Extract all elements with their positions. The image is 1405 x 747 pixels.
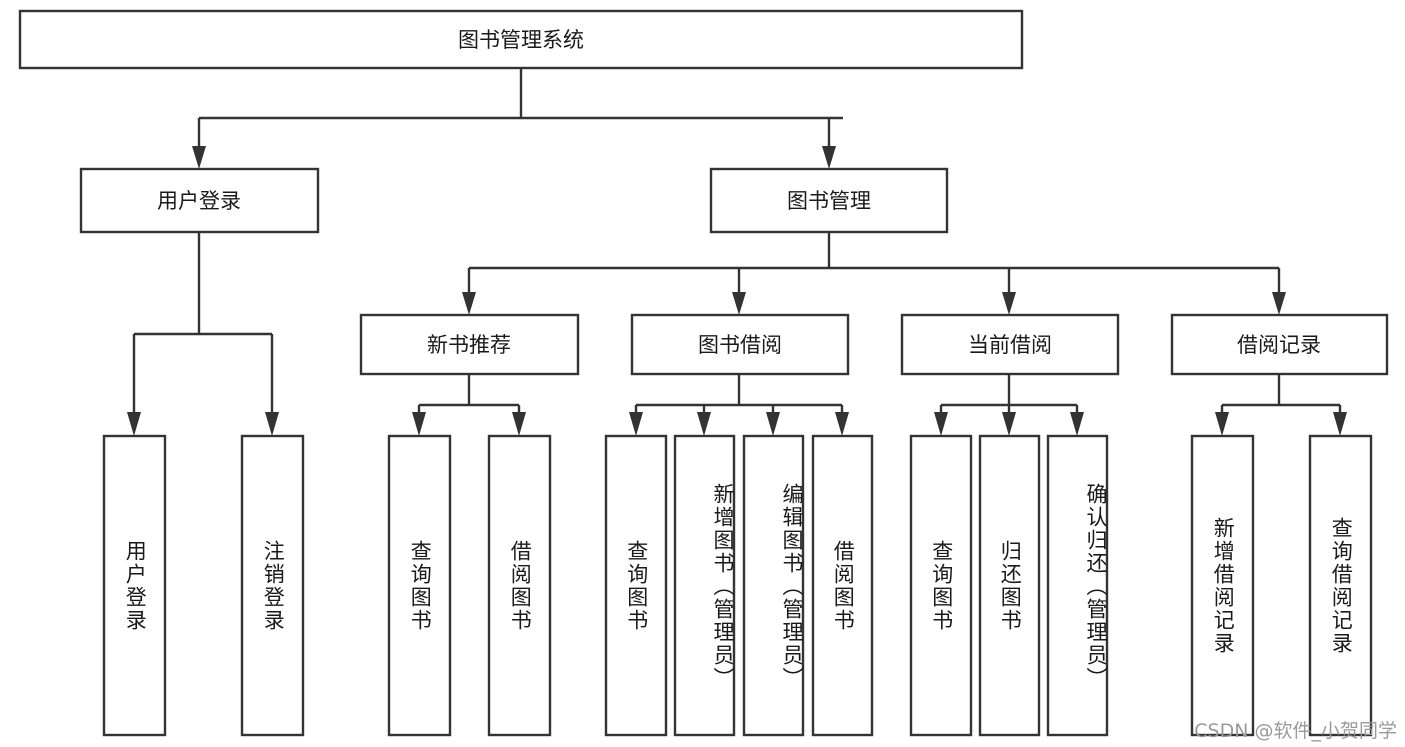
leaf-box-current-borrow-2[interactable] xyxy=(1046,434,1109,737)
leaf-label-book-borrow-1: 新增图书（管理员） xyxy=(711,482,735,690)
node-current-borrow-box[interactable] xyxy=(900,313,1120,376)
leaf-label-book-borrow-2: 编辑图书（管理员） xyxy=(780,482,804,690)
leaf-box-book-borrow-2[interactable] xyxy=(742,434,805,737)
leaf-label-borrow-record-1: 查询借阅记录 xyxy=(1329,516,1354,655)
leaf-label-new-book-0: 查询图书 xyxy=(408,539,433,632)
connector-bookmgmt-to-level3 xyxy=(462,232,1286,315)
leaf-box-borrow-record-0[interactable] xyxy=(1190,434,1255,737)
leaf-box-book-borrow-0[interactable] xyxy=(604,434,668,737)
leaf-label-current-borrow-0: 查询图书 xyxy=(929,539,954,632)
node-new-book-recommend-label: 新书推荐 xyxy=(427,333,511,357)
leaf-label-new-book-1: 借阅图书 xyxy=(508,539,533,632)
leaf-box-book-borrow-1[interactable] xyxy=(673,434,736,737)
leaf-label-user-login-0: 用户登录 xyxy=(123,539,148,632)
node-book-borrow-box[interactable] xyxy=(630,313,850,376)
node-current-borrow-label: 当前借阅 xyxy=(968,333,1052,357)
leaf-box-new-book-0[interactable] xyxy=(387,434,452,737)
connector-borrowrecord-to-leaves xyxy=(1215,374,1347,436)
node-user-login-label: 用户登录 xyxy=(157,189,241,213)
connector-userlogin-to-leaves xyxy=(127,232,279,436)
leaf-label-current-borrow-1: 归还图书 xyxy=(998,539,1023,632)
connector-currentborrow-to-leaves xyxy=(934,374,1084,436)
node-user-login-box[interactable] xyxy=(79,167,320,234)
node-book-management-box[interactable] xyxy=(709,167,949,234)
leaf-label-book-borrow-3: 借阅图书 xyxy=(831,539,856,632)
leaf-box-current-borrow-0[interactable] xyxy=(909,434,973,737)
leaf-label-user-login-1: 注销登录 xyxy=(261,539,286,632)
leaf-label-current-borrow-2: 确认归还（管理员） xyxy=(1084,482,1108,690)
node-new-book-recommend-box[interactable] xyxy=(359,313,580,376)
node-book-management-label: 图书管理 xyxy=(787,189,871,213)
node-borrow-record-box[interactable] xyxy=(1170,313,1389,376)
connector-root-to-level2 xyxy=(192,68,843,169)
leaf-box-borrow-record-1[interactable] xyxy=(1308,434,1373,737)
leaf-box-current-borrow-1[interactable] xyxy=(978,434,1041,737)
watermark-text: CSDN @软件_小贺同学 xyxy=(1194,720,1397,742)
leaf-box-user-login-0[interactable] xyxy=(102,434,167,737)
leaf-label-borrow-record-0: 新增借阅记录 xyxy=(1211,516,1236,655)
connector-bookborrow-to-leaves xyxy=(629,374,849,436)
leaf-box-new-book-1[interactable] xyxy=(487,434,552,737)
leaf-box-user-login-1[interactable] xyxy=(240,434,305,737)
leaf-label-book-borrow-0: 查询图书 xyxy=(624,539,649,632)
node-borrow-record-label: 借阅记录 xyxy=(1237,333,1321,357)
leaf-box-book-borrow-3[interactable] xyxy=(811,434,874,737)
node-root-box[interactable] xyxy=(18,9,1024,70)
node-book-borrow-label: 图书借阅 xyxy=(698,333,782,357)
connector-newbook-to-leaves xyxy=(412,374,526,436)
node-root-label: 图书管理系统 xyxy=(458,28,584,52)
